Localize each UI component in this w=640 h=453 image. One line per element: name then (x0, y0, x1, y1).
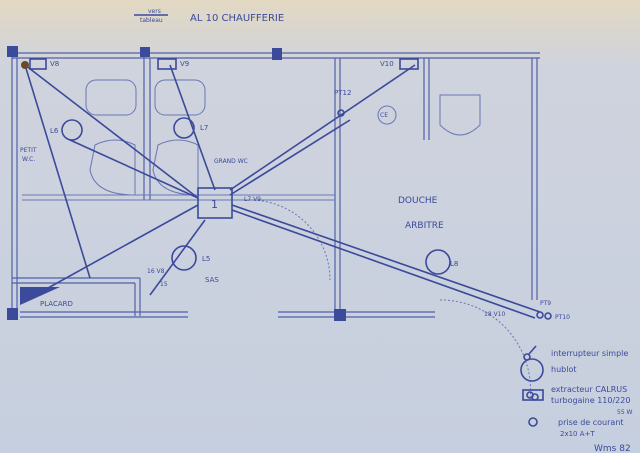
header: vers tableau AL 10 CHAUFFERIE (134, 8, 284, 24)
wiring (24, 64, 541, 319)
legend-socket-label: prise de courant (558, 418, 624, 427)
legend-hublot-label: hublot (551, 365, 576, 374)
room-douche: DOUCHE (398, 196, 438, 206)
room-placard: PLACARD (40, 300, 73, 308)
label-ce: CE (380, 112, 388, 119)
label-v8: V8 (50, 60, 59, 68)
label-l6: L6 (50, 127, 59, 135)
label-l7-v9: L7 V9 (244, 196, 261, 203)
label-box-1: 1 (211, 198, 218, 211)
label-pt9: PT9 (540, 300, 551, 307)
legend-extractor-power: 55 W (617, 409, 633, 416)
direction-note-top: vers (148, 8, 161, 15)
room-petit-wc-1: PETIT (20, 147, 37, 154)
extractor-icon (522, 389, 544, 401)
legend: interrupteur simple hublot extracteur CA… (520, 345, 633, 453)
walls (7, 46, 540, 401)
room-grand-wc: GRAND WC (214, 158, 248, 165)
title: AL 10 CHAUFFERIE (190, 13, 284, 24)
room-sas: SAS (205, 276, 219, 284)
label-v9: V9 (180, 60, 189, 68)
porthole-light-icon (520, 358, 544, 382)
symbols (21, 58, 552, 320)
label-15: 15 (160, 281, 168, 288)
label-18-v10: 18 V10 (484, 311, 505, 318)
label-v10: V10 (380, 60, 394, 68)
labels: V8 V9 V10 PT12 CE L6 L7 1 L7 V9 L8 L5 16… (20, 60, 570, 321)
label-l8: L8 (450, 260, 458, 268)
room-petit-wc-2: W.C. (22, 156, 35, 163)
label-16-v8: 16 V8 (147, 268, 165, 275)
room-arbitre: ARBITRE (405, 221, 444, 231)
signature: Wms 82 (594, 444, 631, 453)
direction-note-bottom: tableau (140, 17, 163, 24)
socket-icon (528, 417, 538, 427)
label-pt10: PT10 (555, 314, 570, 321)
label-l7: L7 (200, 124, 208, 132)
legend-extractor-label2: turbogaine 110/220 (551, 396, 630, 405)
legend-socket-label2: 2x10 A+T (560, 430, 595, 438)
label-l5: L5 (202, 255, 210, 263)
legend-switch-label: interrupteur simple (551, 349, 628, 358)
label-pt12: PT12 (334, 89, 351, 97)
legend-extractor-label: extracteur CALRUS (551, 385, 627, 394)
